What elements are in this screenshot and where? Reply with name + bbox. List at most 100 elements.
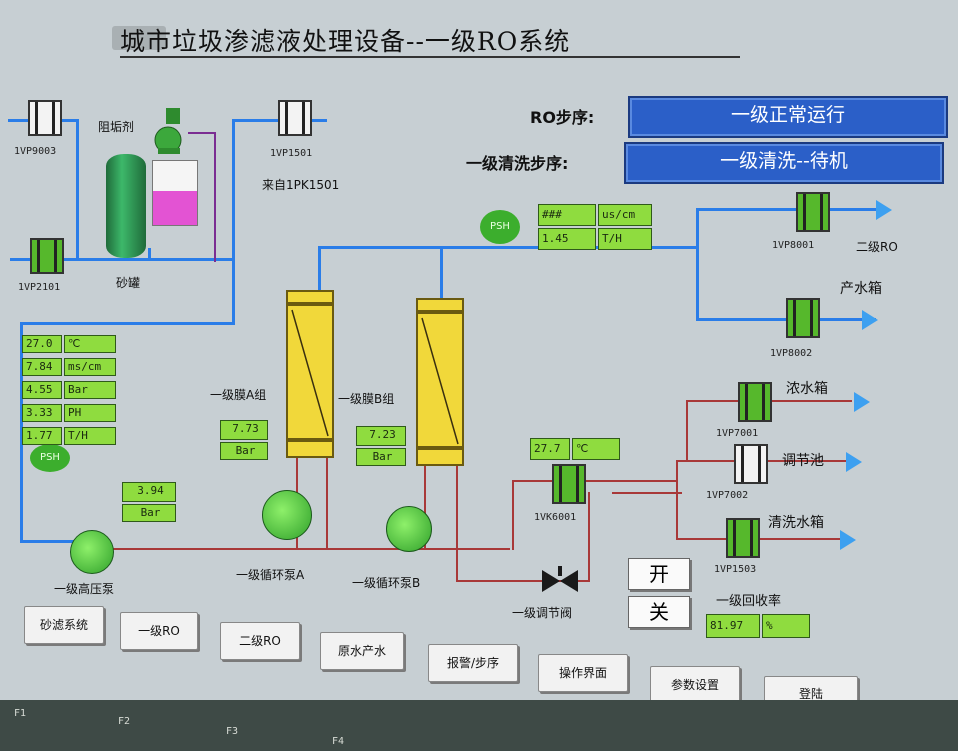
antiscalant-label: 阻垢剂 <box>98 120 135 134</box>
open-button[interactable]: 开 <box>628 558 690 590</box>
pipe-segment <box>10 258 235 261</box>
pipe-segment <box>232 119 235 324</box>
membrane-b[interactable] <box>416 298 464 466</box>
antiscalant-tank <box>152 160 198 226</box>
function-key-f1[interactable]: F1 <box>14 708 27 719</box>
dosing-line <box>214 132 216 262</box>
function-key-f4[interactable]: F4 <box>332 736 345 747</box>
valve-label: 1VP1503 <box>714 564 757 575</box>
valve-label: 1VP2101 <box>18 282 61 293</box>
temp-right-value: 27.7 <box>530 438 570 460</box>
outflow-arrow-icon <box>862 310 878 330</box>
hp-pressure-value: 3.94 <box>122 482 176 502</box>
recovery-unit: % <box>762 614 810 638</box>
function-key-f2[interactable]: F2 <box>118 716 131 727</box>
membrane-a-label: 一级膜A组 <box>210 388 267 402</box>
pipe-segment <box>686 400 688 460</box>
reading-cond-unit: ms/cm <box>64 358 116 376</box>
pipe-segment <box>318 246 698 249</box>
temp-right-unit: ℃ <box>572 438 620 460</box>
mem-a-pressure-unit: Bar <box>220 442 268 460</box>
function-key-f3[interactable]: F3 <box>226 726 239 737</box>
recovery-label: 一级回收率 <box>716 594 782 609</box>
valve-1vp7002[interactable] <box>734 444 768 484</box>
membrane-b-label: 一级膜B组 <box>338 392 395 406</box>
pipe-segment <box>20 322 235 325</box>
dest-concentrate-tank: 浓水箱 <box>786 381 828 397</box>
dosing-line <box>188 132 216 134</box>
clean-step-label: 一级清洗步序: <box>466 154 569 173</box>
monitor-bezel <box>0 700 958 751</box>
valve-1vp9003[interactable] <box>28 100 62 136</box>
reading-press-value: 4.55 <box>22 381 62 399</box>
hmi-screen: 城市垃圾渗滤液处理设备--一级RO系统 RO步序: 一级正常运行 一级清洗步序:… <box>0 0 958 712</box>
mem-a-pressure-value: 7.73 <box>220 420 268 440</box>
valve-label: 1VP7002 <box>706 490 749 501</box>
pipe-segment <box>318 246 321 290</box>
top-cond-unit: us/cm <box>598 204 652 226</box>
valve-1vk6001[interactable] <box>552 464 586 504</box>
sand-tank <box>106 154 146 258</box>
redacted-region <box>112 26 166 50</box>
regulating-valve-icon[interactable] <box>540 566 580 596</box>
pipe-segment <box>512 480 678 482</box>
recovery-value: 81.97 <box>706 614 760 638</box>
reading-flow-value: 1.77 <box>22 427 62 445</box>
valve-1vp2101[interactable] <box>30 238 64 274</box>
close-button[interactable]: 关 <box>628 596 690 628</box>
valve-1vp1501[interactable] <box>278 100 312 136</box>
mem-b-pressure-value: 7.23 <box>356 426 406 446</box>
hp-pump-icon[interactable] <box>70 530 114 574</box>
top-flow-unit: T/H <box>598 228 652 250</box>
outflow-arrow-icon <box>846 452 862 472</box>
valve-label: 1VK6001 <box>534 512 577 523</box>
valve-1vp7001[interactable] <box>738 382 772 422</box>
pipe-segment <box>456 466 458 582</box>
pipe-segment <box>612 492 682 494</box>
sand-tank-label: 砂罐 <box>116 276 141 290</box>
pipe-segment <box>76 119 79 259</box>
dest-cleaning-tank: 清洗水箱 <box>768 515 824 531</box>
pipe-segment <box>110 548 510 550</box>
nav-parameters-button[interactable]: 参数设置 <box>650 666 740 704</box>
pipe-segment <box>20 540 75 543</box>
clean-step-status: 一级清洗--待机 <box>624 142 944 184</box>
circ-pump-b-icon[interactable] <box>386 506 432 552</box>
hp-pump-label: 一级高压泵 <box>54 582 115 596</box>
pipe-segment <box>440 246 443 298</box>
valve-1vp1503[interactable] <box>726 518 760 558</box>
psh-switch-left: PSH <box>30 444 70 472</box>
pipe-segment <box>424 466 426 550</box>
mem-b-pressure-unit: Bar <box>356 448 406 466</box>
pipe-segment <box>148 248 151 260</box>
nav-sand-filter-button[interactable]: 砂滤系统 <box>24 606 104 644</box>
valve-1vp8001[interactable] <box>796 192 830 232</box>
nav-second-ro-button[interactable]: 二级RO <box>220 622 300 660</box>
page-title: 城市垃圾渗滤液处理设备--一级RO系统 <box>120 27 571 56</box>
circ-pump-a-icon[interactable] <box>262 490 312 540</box>
reading-press-unit: Bar <box>64 381 116 399</box>
pipe-segment <box>456 580 588 582</box>
nav-first-ro-button[interactable]: 一级RO <box>120 612 198 650</box>
psh-switch-top: PSH <box>480 210 520 244</box>
nav-alarm-step-button[interactable]: 报警/步序 <box>428 644 518 682</box>
membrane-a[interactable] <box>286 290 334 458</box>
title-underline <box>120 56 740 58</box>
valve-1vp8002[interactable] <box>786 298 820 338</box>
reading-cond-value: 7.84 <box>22 358 62 376</box>
nav-operation-button[interactable]: 操作界面 <box>538 654 628 692</box>
dest-regulating-pool: 调节池 <box>782 453 824 469</box>
nav-raw-product-button[interactable]: 原水产水 <box>320 632 404 670</box>
ro-step-status: 一级正常运行 <box>628 96 948 138</box>
outflow-arrow-icon <box>854 392 870 412</box>
pipe-segment <box>512 480 514 550</box>
valve-label: 1VP9003 <box>14 146 57 157</box>
valve-label: 1VP8002 <box>770 348 813 359</box>
outflow-arrow-icon <box>876 200 892 220</box>
pipe-segment <box>696 208 699 320</box>
dosing-pump-icon[interactable] <box>154 108 190 158</box>
reg-valve-label: 一级调节阀 <box>512 606 573 620</box>
dest-product-tank: 产水箱 <box>840 281 882 297</box>
top-flow-value: 1.45 <box>538 228 596 250</box>
reading-flow-unit: T/H <box>64 427 116 445</box>
